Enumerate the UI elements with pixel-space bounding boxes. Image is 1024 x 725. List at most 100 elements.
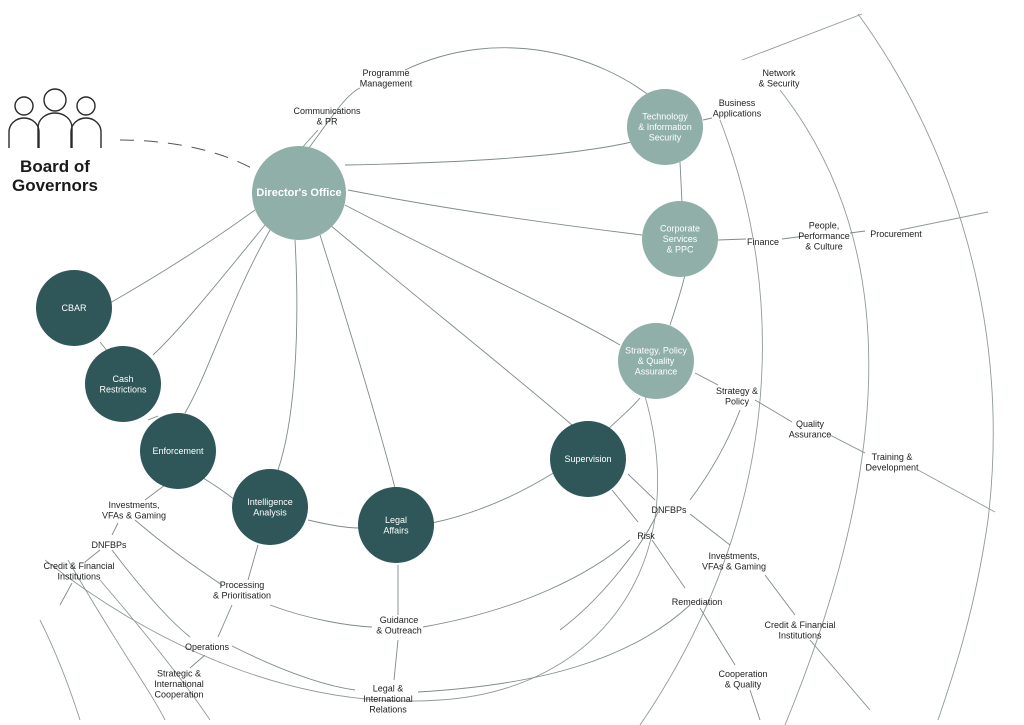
node-cbar[interactable]: CBAR: [36, 270, 112, 346]
label-remediation: Remediation: [672, 597, 723, 607]
node-label-line-1: Enforcement: [152, 446, 204, 456]
label-text-line-2: VFAs & Gaming: [702, 561, 766, 571]
label-text-line-1: Communications: [293, 106, 361, 116]
label-text-line-2: & Prioritisation: [213, 590, 271, 600]
node-supervision[interactable]: Supervision: [550, 421, 626, 497]
node-label-line-2: Analysis: [253, 507, 287, 517]
label-dnfbps-supervision: DNFBPs: [651, 505, 687, 515]
label-text-line-1: Procurement: [870, 229, 922, 239]
label-cooperation-quality: Cooperation& Quality: [718, 669, 767, 690]
label-text-line-1: Business: [719, 98, 756, 108]
node-label-line-2: Restrictions: [99, 384, 147, 394]
label-training-development: Training &Development: [865, 452, 919, 473]
node-circle[interactable]: [140, 413, 216, 489]
label-strategy-policy: Strategy &Policy: [716, 386, 758, 407]
label-text-line-1: Credit & Financial: [764, 620, 835, 630]
node-label-line-1: Director's Office: [256, 187, 341, 199]
node-label-line-1: Legal: [385, 515, 407, 525]
node-label-line-2: Services: [663, 234, 698, 244]
connector-lines: [59, 47, 871, 721]
node-circle[interactable]: [550, 421, 626, 497]
node-label-line-1: Intelligence: [247, 497, 293, 507]
board-title-line-1: Board of: [20, 157, 90, 176]
label-text-line-2: International: [363, 694, 413, 704]
node-label-line-3: Assurance: [635, 367, 678, 377]
node-enforcement[interactable]: Enforcement: [140, 413, 216, 489]
node-label-line-3: & PPC: [666, 245, 694, 255]
label-text-line-1: Risk: [637, 531, 655, 541]
label-procurement: Procurement: [870, 229, 922, 239]
label-text-line-1: Programme: [362, 68, 409, 78]
node-circle[interactable]: [252, 146, 346, 240]
label-network-security: Network& Security: [758, 68, 800, 89]
node-label-line-1: Technology: [642, 112, 688, 122]
label-text-line-2: Performance: [798, 231, 850, 241]
board-link: [119, 139, 256, 171]
label-text-line-1: Strategy &: [716, 386, 758, 396]
label-text-line-1: Training &: [872, 452, 913, 462]
label-text-line-2: Management: [360, 78, 413, 88]
node-circle[interactable]: [36, 270, 112, 346]
label-text-line-1: Credit & Financial: [43, 561, 114, 571]
label-text-line-1: Guidance: [380, 615, 419, 625]
label-processing-prioritisation: Processing& Prioritisation: [213, 580, 271, 601]
node-circle[interactable]: [627, 89, 703, 165]
node-circle[interactable]: [232, 469, 308, 545]
board-title-line-2: Governors: [12, 176, 98, 195]
label-finance: Finance: [747, 237, 779, 247]
label-text-line-1: Investments,: [108, 500, 159, 510]
label-text-line-3: & Culture: [805, 242, 843, 252]
label-text-line-2: Development: [865, 462, 919, 472]
node-label-line-2: & Information: [638, 122, 692, 132]
node-directors-office[interactable]: Director's Office: [252, 146, 346, 240]
label-dnfbps-enforcement: DNFBPs: [91, 540, 127, 550]
node-circle[interactable]: [642, 201, 718, 277]
node-circle[interactable]: [358, 487, 434, 563]
label-text-line-1: Operations: [185, 642, 230, 652]
node-label-line-2: Affairs: [383, 525, 409, 535]
label-operations: Operations: [185, 642, 230, 652]
node-label-line-1: CBAR: [61, 303, 87, 313]
label-investments-vfas-gaming-enforcement: Investments,VFAs & Gaming: [102, 500, 166, 521]
node-label-line-1: Corporate: [660, 224, 700, 234]
label-text-line-3: Cooperation: [154, 690, 203, 700]
label-text-line-2: & Security: [758, 78, 800, 88]
label-text-line-1: DNFBPs: [651, 505, 687, 515]
label-text-line-1: Finance: [747, 237, 779, 247]
label-text-line-1: DNFBPs: [91, 540, 127, 550]
label-text-line-1: Investments,: [708, 551, 759, 561]
unit-nodes: Director's Office Technology& Information…: [36, 89, 718, 563]
node-circle[interactable]: [618, 323, 694, 399]
label-people-performance-culture: People,Performance& Culture: [798, 221, 850, 252]
label-text-line-2: Institutions: [778, 630, 822, 640]
label-text-line-1: Remediation: [672, 597, 723, 607]
node-label-line-2: & Quality: [638, 356, 675, 366]
node-label-line-1: Strategy, Policy: [625, 346, 687, 356]
label-text-line-2: Policy: [725, 396, 750, 406]
node-label-line-1: Supervision: [564, 454, 611, 464]
label-text-line-1: Strategic &: [157, 669, 201, 679]
node-circle[interactable]: [85, 346, 161, 422]
label-risk: Risk: [637, 531, 655, 541]
label-text-line-2: Assurance: [789, 429, 832, 439]
label-text-line-1: Quality: [796, 419, 825, 429]
label-text-line-2: International: [154, 679, 204, 689]
label-text-line-1: Legal &: [373, 684, 404, 694]
label-text-line-3: Relations: [369, 705, 407, 715]
node-label-line-1: Cash: [112, 374, 133, 384]
label-text-line-2: & Outreach: [376, 625, 422, 635]
